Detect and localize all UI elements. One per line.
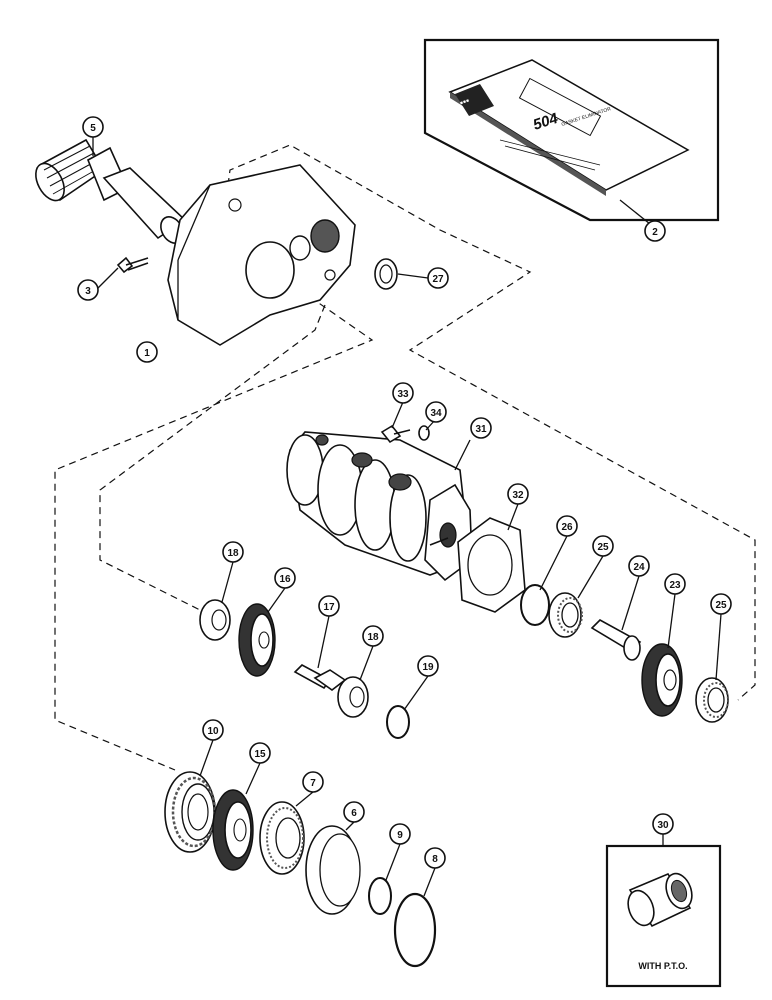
callout-label-31: 31	[475, 424, 487, 435]
callout-10: 10	[202, 719, 224, 741]
callout-label-2: 2	[652, 227, 658, 238]
pto-inset: WITH P.T.O.	[605, 834, 722, 988]
gear-part-right	[641, 643, 683, 717]
callout-label-18-lower: 18	[367, 632, 379, 643]
callout-33: 33	[392, 382, 414, 404]
stub-shaft-part	[590, 619, 642, 661]
sealant-package: ▪▪▪ 504 GASKET ELIMINATOR	[448, 59, 690, 196]
callout-2: 2	[644, 220, 666, 242]
callout-8: 8	[424, 847, 446, 869]
callout-27: 27	[427, 267, 449, 289]
callout-26: 26	[556, 515, 578, 537]
callout-label-23: 23	[669, 580, 681, 591]
snap-ring-part-8	[393, 892, 437, 968]
bearing-part-small-lower	[337, 676, 369, 718]
callout-label-19: 19	[422, 662, 434, 673]
svg-text:▪▪▪: ▪▪▪	[458, 95, 470, 108]
splined-shaft-part	[35, 138, 187, 244]
callout-label-15: 15	[254, 749, 266, 760]
callout-17: 17	[318, 595, 340, 617]
callout-label-9: 9	[397, 830, 403, 841]
callout-1: 1	[136, 341, 158, 363]
snap-ring-part	[520, 584, 550, 626]
callout-label-8: 8	[432, 854, 438, 865]
callout-label-30: 30	[657, 820, 669, 831]
housing-part	[167, 164, 356, 346]
hydraulic-pump-part	[286, 431, 473, 582]
callout-label-25-upper: 25	[597, 542, 609, 553]
callout-label-17: 17	[323, 602, 335, 613]
seal-part-6	[305, 825, 361, 915]
callout-label-26: 26	[561, 522, 573, 533]
callout-30: 30	[652, 813, 674, 835]
callout-7: 7	[302, 771, 324, 793]
callout-label-5: 5	[90, 123, 96, 134]
assembly-guide-lines	[54, 144, 756, 771]
callout-3: 3	[77, 279, 99, 301]
pin-shaft-part	[293, 664, 347, 691]
callout-23: 23	[664, 573, 686, 595]
callout-label-33: 33	[397, 389, 409, 400]
callout-label-3: 3	[85, 286, 91, 297]
bearing-part-lower	[695, 677, 729, 723]
pto-caption: WITH P.T.O.	[638, 961, 687, 971]
callout-label-18-upper: 18	[227, 548, 239, 559]
snap-ring-part-9	[368, 877, 392, 915]
sealant-inset: ▪▪▪ 504 GASKET ELIMINATOR	[423, 38, 720, 225]
callout-25-lower: 25	[710, 593, 732, 615]
bolt-part	[116, 256, 149, 274]
callout-24: 24	[628, 555, 650, 577]
callout-18-upper: 18	[222, 541, 244, 563]
callout-25-upper: 25	[592, 535, 614, 557]
large-bearing-part	[164, 771, 217, 853]
bearing-part-small-upper	[199, 599, 231, 641]
callout-5: 5	[82, 116, 104, 138]
callout-6: 6	[343, 801, 365, 823]
callout-label-16: 16	[279, 574, 291, 585]
callout-16: 16	[274, 567, 296, 589]
callout-15: 15	[249, 742, 271, 764]
callout-label-25-lower: 25	[715, 600, 727, 611]
callout-34: 34	[425, 401, 447, 423]
gear-part-lower	[212, 789, 254, 871]
callout-label-10: 10	[207, 726, 219, 737]
callout-19: 19	[417, 655, 439, 677]
callout-9: 9	[389, 823, 411, 845]
gasket-part	[457, 517, 526, 613]
callout-31: 31	[470, 417, 492, 439]
gear-part-upper	[238, 603, 276, 677]
seal-ring-part	[374, 258, 398, 290]
bearing-part-7	[259, 801, 305, 875]
callout-label-1: 1	[144, 348, 150, 359]
callout-label-34: 34	[430, 408, 442, 419]
callout-18-lower: 18	[362, 625, 384, 647]
callout-label-27: 27	[432, 274, 444, 285]
callout-label-7: 7	[310, 778, 316, 789]
pump-bolt-part	[380, 424, 411, 444]
callout-leaders	[92, 137, 722, 897]
snap-ring-part-small	[386, 705, 410, 739]
callout-label-6: 6	[351, 808, 357, 819]
bearing-part-upper	[548, 592, 583, 638]
callout-label-32: 32	[512, 490, 524, 501]
callout-32: 32	[507, 483, 529, 505]
callout-label-24: 24	[633, 562, 645, 573]
